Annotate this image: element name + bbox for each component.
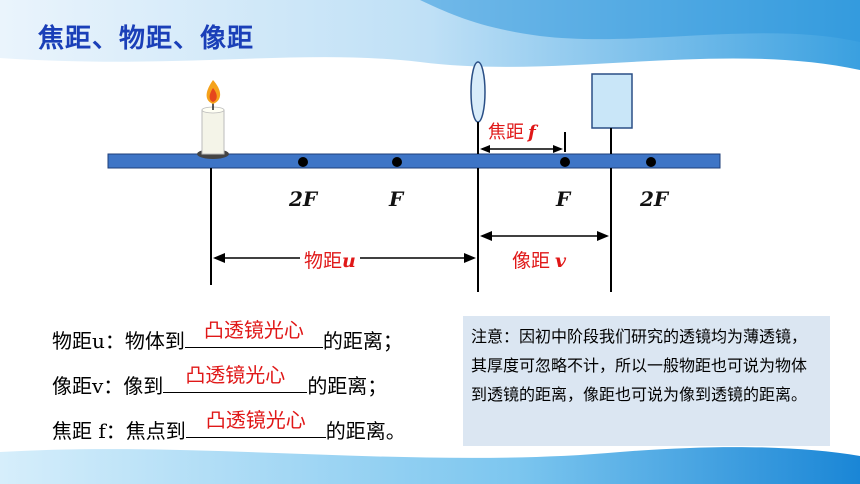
definition-suffix: 的距离；: [307, 374, 388, 398]
answer-blank: 凸透镜光心: [184, 318, 323, 348]
definition-prefix: 焦距 f：焦点到: [52, 419, 186, 443]
label-2f-left: 2F: [289, 187, 318, 211]
answer-text: 凸透镜光心: [185, 363, 286, 387]
answer-text: 凸透镜光心: [203, 318, 304, 342]
note-box: 注意：因初中阶段我们研究的透镜均为薄透镜，其厚度可忽略不计，所以一般物距也可说为…: [463, 316, 830, 446]
object-distance-label: 物距u: [300, 246, 360, 273]
answer-blank: 凸透镜光心: [163, 363, 308, 393]
focal-length-arrow: [480, 145, 563, 153]
screen-icon: [591, 73, 633, 154]
definition-prefix: 像距v：像到: [52, 374, 164, 398]
definition-prefix: 物距u：物体到: [52, 329, 185, 353]
definition-focal-length: 焦距 f：焦点到凸透镜光心的距离。: [52, 408, 406, 444]
definition-object-distance: 物距u：物体到凸透镜光心的距离；: [52, 318, 403, 354]
candle-icon: [197, 80, 229, 159]
image-distance-var: v: [555, 250, 567, 272]
label-2f-right: 2F: [640, 187, 669, 211]
answer-blank: 凸透镜光心: [185, 408, 326, 438]
bottom-wave: [0, 447, 860, 484]
definition-suffix: 的距离；: [322, 329, 403, 353]
focal-length-var: f: [528, 122, 536, 143]
label-f-right: F: [556, 187, 571, 211]
image-distance-arrow: [480, 231, 609, 241]
point-2f-right: [646, 157, 656, 167]
focal-length-prefix: 焦距: [488, 122, 524, 143]
object-distance-prefix: 物距: [304, 250, 343, 272]
note-text: 注意：因初中阶段我们研究的透镜均为薄透镜，其厚度可忽略不计，所以一般物距也可说为…: [471, 327, 808, 404]
top-wave-accent: [420, 0, 860, 42]
page-title: 焦距、物距、像距: [38, 24, 255, 54]
image-distance-prefix: 像距: [512, 250, 551, 272]
point-2f-left: [298, 157, 308, 167]
label-f-left: F: [389, 187, 404, 211]
object-distance-var: u: [342, 250, 356, 272]
point-f-left: [392, 157, 402, 167]
convex-lens-icon: [470, 61, 486, 154]
answer-text: 凸透镜光心: [205, 408, 306, 432]
definition-image-distance: 像距v：像到凸透镜光心的距离；: [52, 363, 388, 399]
definition-suffix: 的距离。: [325, 419, 406, 443]
point-f-right: [560, 157, 570, 167]
